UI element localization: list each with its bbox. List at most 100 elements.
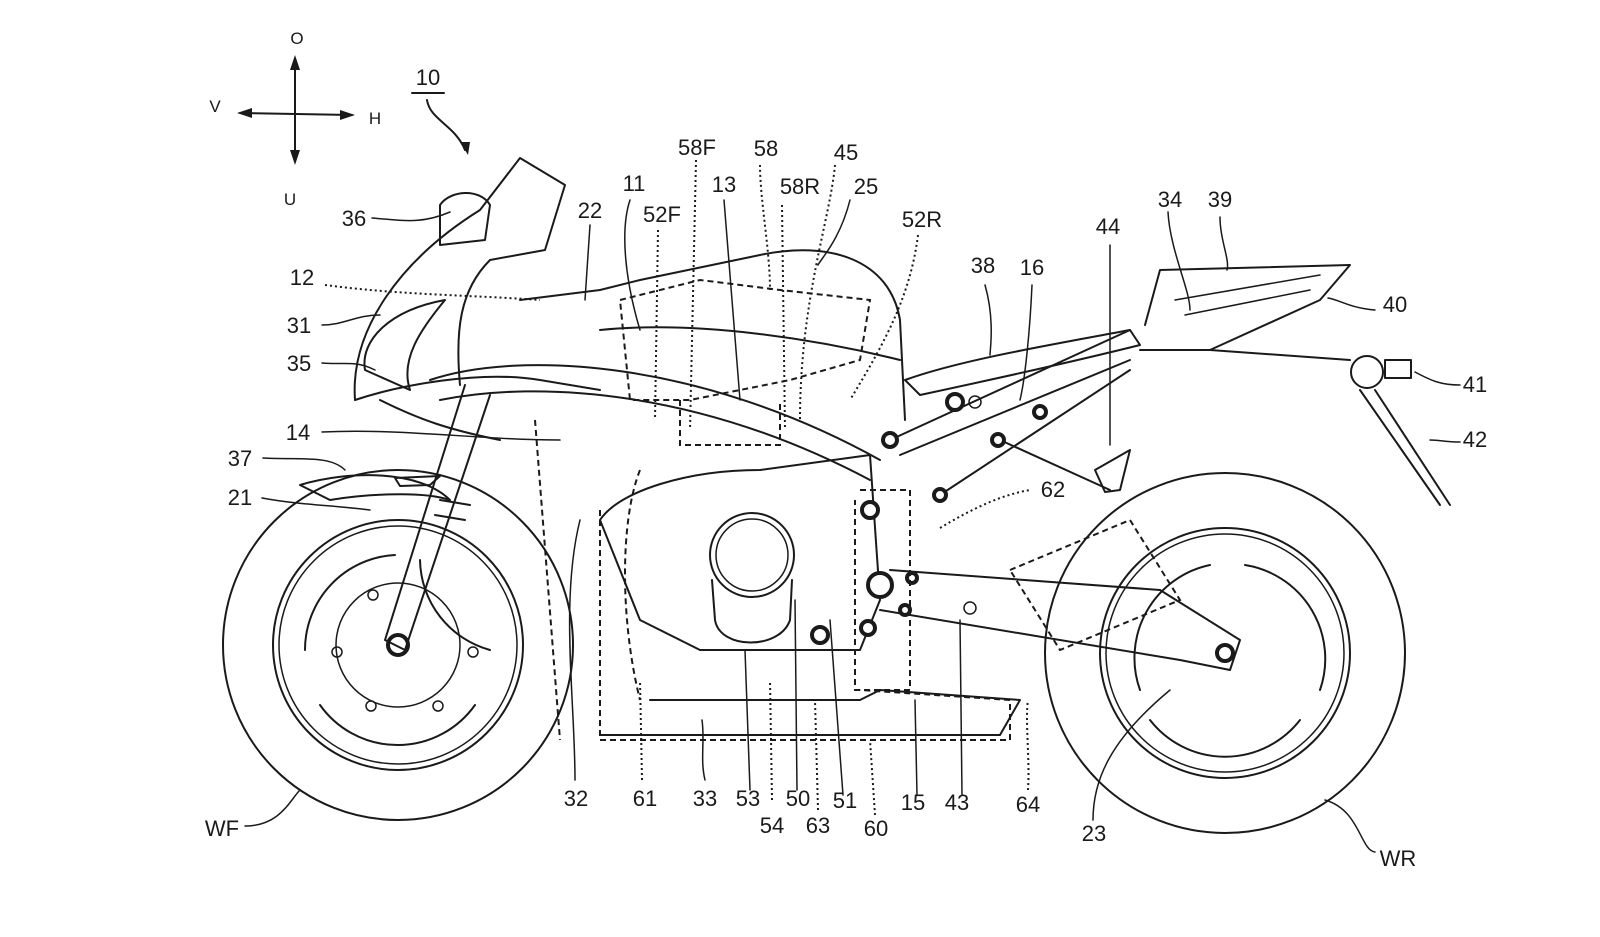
rear-subframe bbox=[881, 329, 1131, 503]
leader-lines bbox=[244, 159, 1461, 853]
leader-12 bbox=[324, 284, 541, 301]
leader-61 bbox=[639, 679, 643, 781]
leader-16 bbox=[1019, 284, 1033, 401]
arrow-left-icon bbox=[237, 108, 252, 118]
label-36: 36 bbox=[342, 206, 366, 231]
direction-up-label: O bbox=[290, 29, 303, 48]
swingarm bbox=[879, 518, 1241, 671]
leader-42 bbox=[1429, 439, 1461, 443]
leader-53 bbox=[744, 649, 751, 791]
front-fairing bbox=[353, 157, 601, 441]
label-WR: WR bbox=[1380, 846, 1417, 871]
label-62: 62 bbox=[1041, 477, 1065, 502]
label-21: 21 bbox=[228, 485, 252, 510]
arrow-down-icon bbox=[290, 150, 300, 165]
leader-38 bbox=[984, 284, 992, 356]
label-50: 50 bbox=[786, 786, 810, 811]
leader-36 bbox=[371, 211, 451, 222]
leader-52R bbox=[849, 234, 919, 401]
leader-32 bbox=[568, 519, 581, 781]
front-fender bbox=[299, 474, 451, 501]
bolt-icon bbox=[963, 601, 977, 615]
front-fork bbox=[299, 384, 491, 651]
license-bracket bbox=[1359, 389, 1441, 506]
leader-33 bbox=[701, 719, 706, 781]
disc-bolt-icon bbox=[331, 646, 343, 658]
rear-rim-outer bbox=[1099, 527, 1351, 779]
leader-11 bbox=[624, 199, 641, 331]
rear-wheel-spoke bbox=[1133, 564, 1211, 691]
headlight bbox=[363, 299, 446, 391]
bolt-icon bbox=[1032, 404, 1048, 420]
front-wheel-arc bbox=[319, 704, 476, 746]
rear-wheel bbox=[1044, 472, 1406, 834]
disc-bolt-icon bbox=[365, 700, 377, 712]
main-frame-lower bbox=[439, 390, 871, 481]
label-16: 16 bbox=[1020, 255, 1044, 280]
radiator-hose bbox=[624, 469, 641, 701]
label-58R: 58R bbox=[780, 174, 820, 199]
label-58F: 58F bbox=[678, 135, 716, 160]
swingarm-body bbox=[879, 569, 1241, 671]
front-brake-disc bbox=[335, 582, 461, 708]
label-43: 43 bbox=[945, 790, 969, 815]
disc-bolt-icon bbox=[432, 700, 444, 712]
reference-number-10: 10 bbox=[411, 65, 470, 155]
tail-cowl bbox=[1139, 264, 1351, 351]
leader-41 bbox=[1414, 371, 1461, 386]
chain-guard bbox=[1008, 518, 1182, 652]
exhaust-muffler bbox=[599, 689, 1021, 736]
horizontal-axis-arrow bbox=[239, 112, 353, 116]
reference-labels: 36 12 31 35 14 37 21 22 11 52F 58F 13 58… bbox=[205, 135, 1487, 871]
label-52F: 52F bbox=[643, 202, 681, 227]
label-14: 14 bbox=[286, 420, 310, 445]
leader-34 bbox=[1167, 211, 1191, 311]
label-38: 38 bbox=[971, 253, 995, 278]
swingarm-pivot-icon bbox=[866, 571, 894, 599]
leader-13 bbox=[723, 199, 741, 401]
turn-signal-icon bbox=[1350, 355, 1384, 389]
bolt-icon bbox=[932, 487, 948, 503]
label-53: 53 bbox=[736, 786, 760, 811]
bolt-icon bbox=[810, 625, 830, 645]
rear-wheel-spoke bbox=[1149, 719, 1301, 758]
label-40: 40 bbox=[1383, 292, 1407, 317]
leader-63 bbox=[814, 699, 819, 811]
fork-tube bbox=[384, 384, 491, 651]
fuel-tank-top bbox=[519, 249, 906, 421]
orientation-compass: O U V H bbox=[209, 29, 381, 209]
leader-25 bbox=[817, 199, 851, 266]
label-54: 54 bbox=[760, 813, 784, 838]
leader-21 bbox=[261, 497, 371, 511]
label-31: 31 bbox=[287, 313, 311, 338]
leader-60 bbox=[869, 739, 876, 816]
rear-wheel-spoke bbox=[1244, 564, 1327, 691]
leader-62 bbox=[939, 489, 1031, 529]
leader-35 bbox=[321, 362, 376, 371]
label-33: 33 bbox=[693, 786, 717, 811]
leader-23 bbox=[1092, 689, 1171, 821]
leader-51 bbox=[829, 619, 844, 796]
front-rim-inner bbox=[278, 525, 518, 765]
leader-50 bbox=[794, 599, 798, 791]
license-bracket bbox=[1374, 389, 1451, 506]
engine bbox=[534, 419, 1021, 741]
subframe-tube bbox=[889, 329, 1131, 496]
mirror bbox=[439, 192, 491, 246]
engine-cylinder-inner bbox=[715, 518, 789, 592]
bolt-icon bbox=[859, 619, 877, 637]
label-34: 34 bbox=[1158, 187, 1182, 212]
label-15: 15 bbox=[901, 790, 925, 815]
bolt-icon bbox=[905, 571, 919, 585]
rear-axle-icon bbox=[1215, 643, 1235, 663]
engine-cylinder bbox=[709, 512, 795, 598]
seat bbox=[904, 329, 1141, 396]
label-13: 13 bbox=[712, 172, 736, 197]
leader-22 bbox=[584, 224, 591, 301]
label-44: 44 bbox=[1096, 214, 1120, 239]
front-axle-icon bbox=[386, 633, 410, 657]
fork-clamp bbox=[434, 499, 471, 521]
reference-leader bbox=[426, 99, 466, 151]
fender-vent bbox=[394, 475, 441, 487]
leader-arrowhead-icon bbox=[460, 142, 470, 155]
